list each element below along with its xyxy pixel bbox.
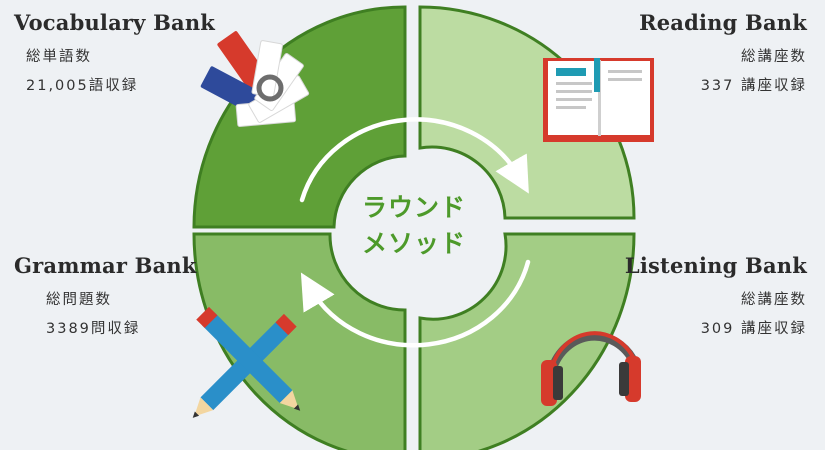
crossed-pencils-icon xyxy=(192,306,301,418)
center-label: ラウンド メソッド xyxy=(340,190,488,262)
vocabulary-bank-count-label: 総単語数 xyxy=(26,49,92,65)
reading-bank-count-label: 総講座数 xyxy=(741,49,807,65)
vocabulary-bank-count: 21,005語収録 xyxy=(26,78,139,94)
grammar-bank-title: Grammar Bank xyxy=(14,253,197,278)
center-label-line2: メソッド xyxy=(361,229,466,258)
vocabulary-quadrant xyxy=(192,5,407,229)
cycle-arrow-bottom xyxy=(300,259,531,348)
listening-bank-title: Listening Bank xyxy=(624,253,807,278)
listening-bank-count-label: 総講座数 xyxy=(741,292,807,308)
headphones-icon xyxy=(541,331,641,406)
listening-quadrant xyxy=(418,232,636,450)
reading-quadrant xyxy=(418,5,636,220)
vocabulary-bank-label: Vocabulary Bank 総単語数 21,005語収録 xyxy=(14,10,215,95)
cycle-arrow-top xyxy=(299,117,529,203)
grammar-bank-label: Grammar Bank 総問題数 3389問収録 xyxy=(14,253,197,338)
word-cards-icon xyxy=(200,31,310,127)
reading-bank-count: 337 講座収録 xyxy=(700,78,807,94)
book-icon xyxy=(543,58,654,142)
reading-bank-label: Reading Bank 総講座数 337 講座収録 xyxy=(639,10,807,95)
grammar-bank-count-label: 総問題数 xyxy=(46,292,112,308)
center-label-line1: ラウンド xyxy=(361,193,466,222)
vocabulary-bank-title: Vocabulary Bank xyxy=(14,10,216,35)
listening-bank-count: 309 講座収録 xyxy=(700,321,807,337)
grammar-bank-count: 3389問収録 xyxy=(46,321,141,337)
reading-bank-title: Reading Bank xyxy=(639,10,807,35)
listening-bank-label: Listening Bank 総講座数 309 講座収録 xyxy=(625,253,807,338)
